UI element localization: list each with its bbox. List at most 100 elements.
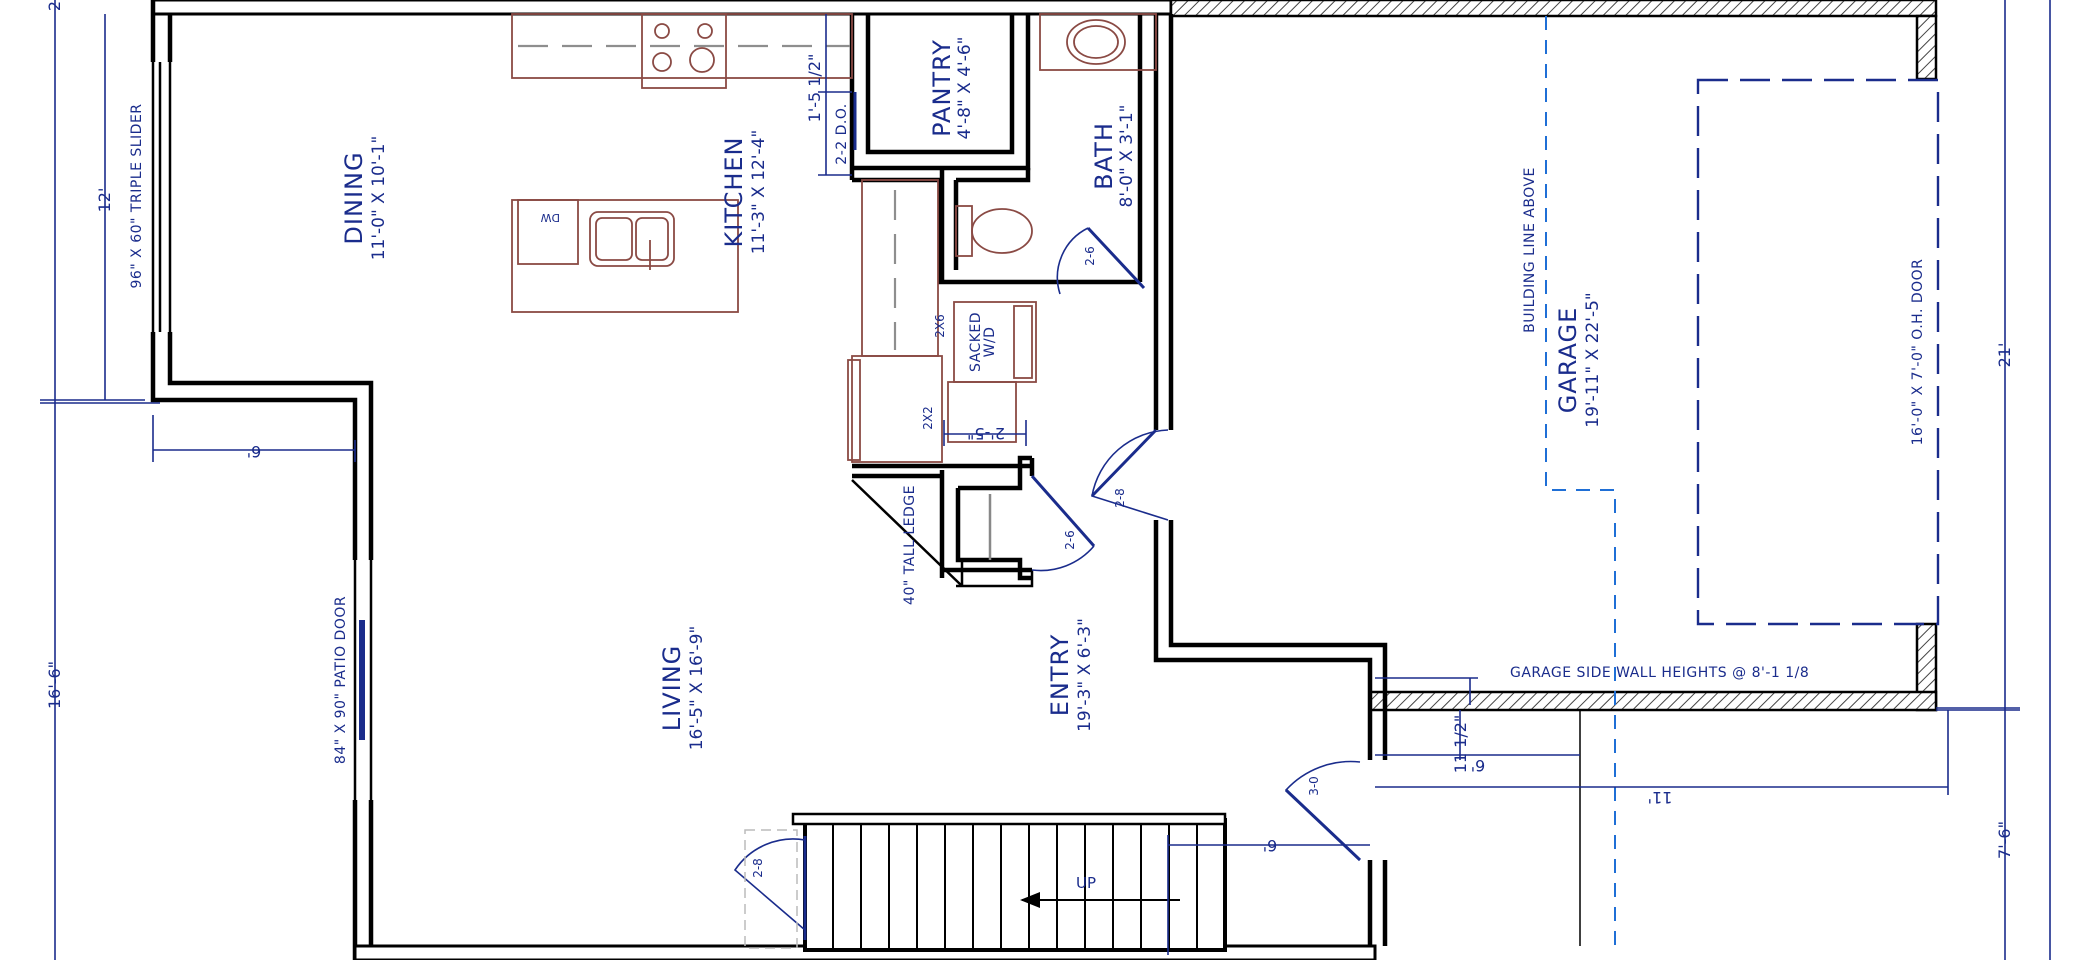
dining-name: DINING xyxy=(340,151,368,244)
fridge-size: 2X2 xyxy=(921,406,935,430)
oh-door-outline xyxy=(1696,78,1940,626)
patio-door-jamb xyxy=(353,560,373,800)
bath-name: BATH xyxy=(1090,122,1118,190)
living-left-wall xyxy=(352,800,374,960)
patio-door-note: 84" X 90" PATIO DOOR xyxy=(333,596,349,764)
garage-right-wall-top xyxy=(1915,14,1938,81)
toilet-bowl xyxy=(971,208,1033,254)
bath-door-size: 2-6 xyxy=(1083,246,1097,266)
tall-ledge-note: 40" TALL LEDGE xyxy=(902,485,918,605)
kitchen-size: 11'-3" X 12'-4" xyxy=(749,130,769,255)
dining-left-wall xyxy=(150,0,374,560)
left-top-dim: 12' xyxy=(95,188,114,213)
pantry-name: PANTRY xyxy=(928,39,956,137)
sink-basin xyxy=(595,217,633,261)
bath-door-leaf xyxy=(1086,226,1146,290)
entry-name: ENTRY xyxy=(1046,634,1074,717)
window-jamb xyxy=(151,62,172,332)
bath-counter xyxy=(1039,13,1157,71)
garage-six-dim: 6' xyxy=(1471,756,1486,775)
entry-size: 19'-3" X 6'-3" xyxy=(1075,618,1095,732)
hall-door-leaf xyxy=(1090,428,1158,498)
wd-shelving xyxy=(947,381,1017,443)
triple-slider-note: 96" X 60" TRIPLE SLIDER xyxy=(129,103,145,288)
toilet-tank xyxy=(955,205,973,257)
pantry-size: 4'-8" X 4'-6" xyxy=(955,37,975,140)
stair-closet-door-swing xyxy=(733,838,806,931)
stairs-up-label: UP xyxy=(1076,874,1096,892)
pantry-cabinet xyxy=(861,179,939,357)
closet-door-size: 2-6 xyxy=(1063,530,1077,550)
wd-closet-walls xyxy=(852,455,1035,581)
door-size-labels: 2-6 2-8 2-6 3-0 2-8 2X6 2X2 xyxy=(751,246,1321,878)
oh-door-note: 16'-0" X 7'-0" O.H. DOOR xyxy=(1910,259,1926,446)
range-burner xyxy=(652,52,672,72)
doors xyxy=(803,92,1362,940)
range-burner xyxy=(654,23,670,39)
dishwasher xyxy=(517,199,579,265)
entry-lower-wall xyxy=(1367,860,1388,946)
garage-offset-dim: 11 1/2" xyxy=(1451,715,1470,774)
stair-run xyxy=(803,818,1227,952)
right-bottom-dim: 7'-6" xyxy=(1995,821,2014,859)
garage-lines xyxy=(1545,16,1940,946)
living-name: LIVING xyxy=(658,645,686,732)
stacked-wd-note-line1: SACKED xyxy=(968,312,984,372)
stair-closet-frame xyxy=(744,829,798,949)
sink-basin xyxy=(635,217,669,261)
garage-size: 19'-11" X 22'-5" xyxy=(1583,292,1603,427)
hall-door-size: 2-8 xyxy=(1113,488,1127,508)
left-cut-dim: 2 xyxy=(45,1,64,11)
room-labels: DINING 11'-0" X 10'-1" KITCHEN 11'-3" X … xyxy=(340,37,1603,751)
patio-door-slider xyxy=(359,620,365,740)
closet-door-leaf xyxy=(1030,475,1096,547)
garage-party-wall xyxy=(1153,14,1388,760)
dimension-lines xyxy=(40,0,2051,960)
garage-top-wall xyxy=(1169,0,1938,18)
fixtures: DW xyxy=(511,13,1157,560)
dishwasher-label: DW xyxy=(541,211,560,224)
hall-door-swing xyxy=(1091,429,1169,521)
range-burner xyxy=(697,23,713,39)
wd-closet-size: 2X6 xyxy=(933,314,947,338)
garage-name: GARAGE xyxy=(1554,307,1582,413)
notes: 96" X 60" TRIPLE SLIDER 84" X 90" PATIO … xyxy=(129,103,1926,764)
pantry-wall-dim: 1'-5 1/2" xyxy=(805,54,824,123)
bath-door-swing xyxy=(1056,227,1089,295)
kitchen-island xyxy=(511,199,739,313)
dimension-text: 12' 16'-6" 2 6' 1'-5 1/2" 21' 7'-6" 11 1… xyxy=(45,1,2014,859)
bath-size: 8'-0" X 3'-1" xyxy=(1117,105,1137,208)
building-line-above xyxy=(1545,16,1616,946)
refrigerator xyxy=(851,355,943,463)
garage-wall-heights-note: GARAGE SIDE WALL HEIGHTS @ 8'-1 1/8 xyxy=(1510,665,1809,681)
stair-closet-door-size: 2-8 xyxy=(751,858,765,878)
dining-size: 11'-0" X 10'-1" xyxy=(369,136,389,261)
closet-door-swing xyxy=(1031,545,1095,572)
pantry-walls xyxy=(849,14,1031,282)
dining-jog-dim: 6' xyxy=(247,442,262,461)
garage-entry-door-swing xyxy=(1284,760,1361,861)
garage-eleven-dim: 11' xyxy=(1648,788,1673,807)
stacked-wd-note-line2: W/D xyxy=(982,327,998,358)
kitchen-sink xyxy=(589,211,675,267)
pantry-door-note: 2-2 D.O. xyxy=(834,103,850,164)
garage-entry-door-leaf xyxy=(1284,788,1362,862)
bath-sink-bowl xyxy=(1073,25,1119,59)
stair-landing-rail xyxy=(791,812,1227,826)
living-size: 16'-5" X 16'-9" xyxy=(687,626,707,751)
building-line-note: BUILDING LINE ABOVE xyxy=(1522,167,1538,333)
garage-entry-door-size: 3-0 xyxy=(1307,776,1321,796)
right-main-dim: 21' xyxy=(1995,343,2014,368)
tall-ledge xyxy=(851,479,1034,588)
stacked-wd-inner xyxy=(1013,305,1033,379)
bath-sink xyxy=(1066,19,1126,65)
top-wall xyxy=(151,0,1173,16)
fridge-door xyxy=(847,359,861,461)
kitchen-name: KITCHEN xyxy=(720,137,748,248)
range xyxy=(641,13,727,89)
wd-width-dim: 2'-5" xyxy=(967,424,1005,443)
walls xyxy=(150,0,1938,960)
left-bottom-dim: 16'-6" xyxy=(45,661,64,709)
range-burner xyxy=(689,47,715,73)
stairs: UP xyxy=(733,812,1227,952)
